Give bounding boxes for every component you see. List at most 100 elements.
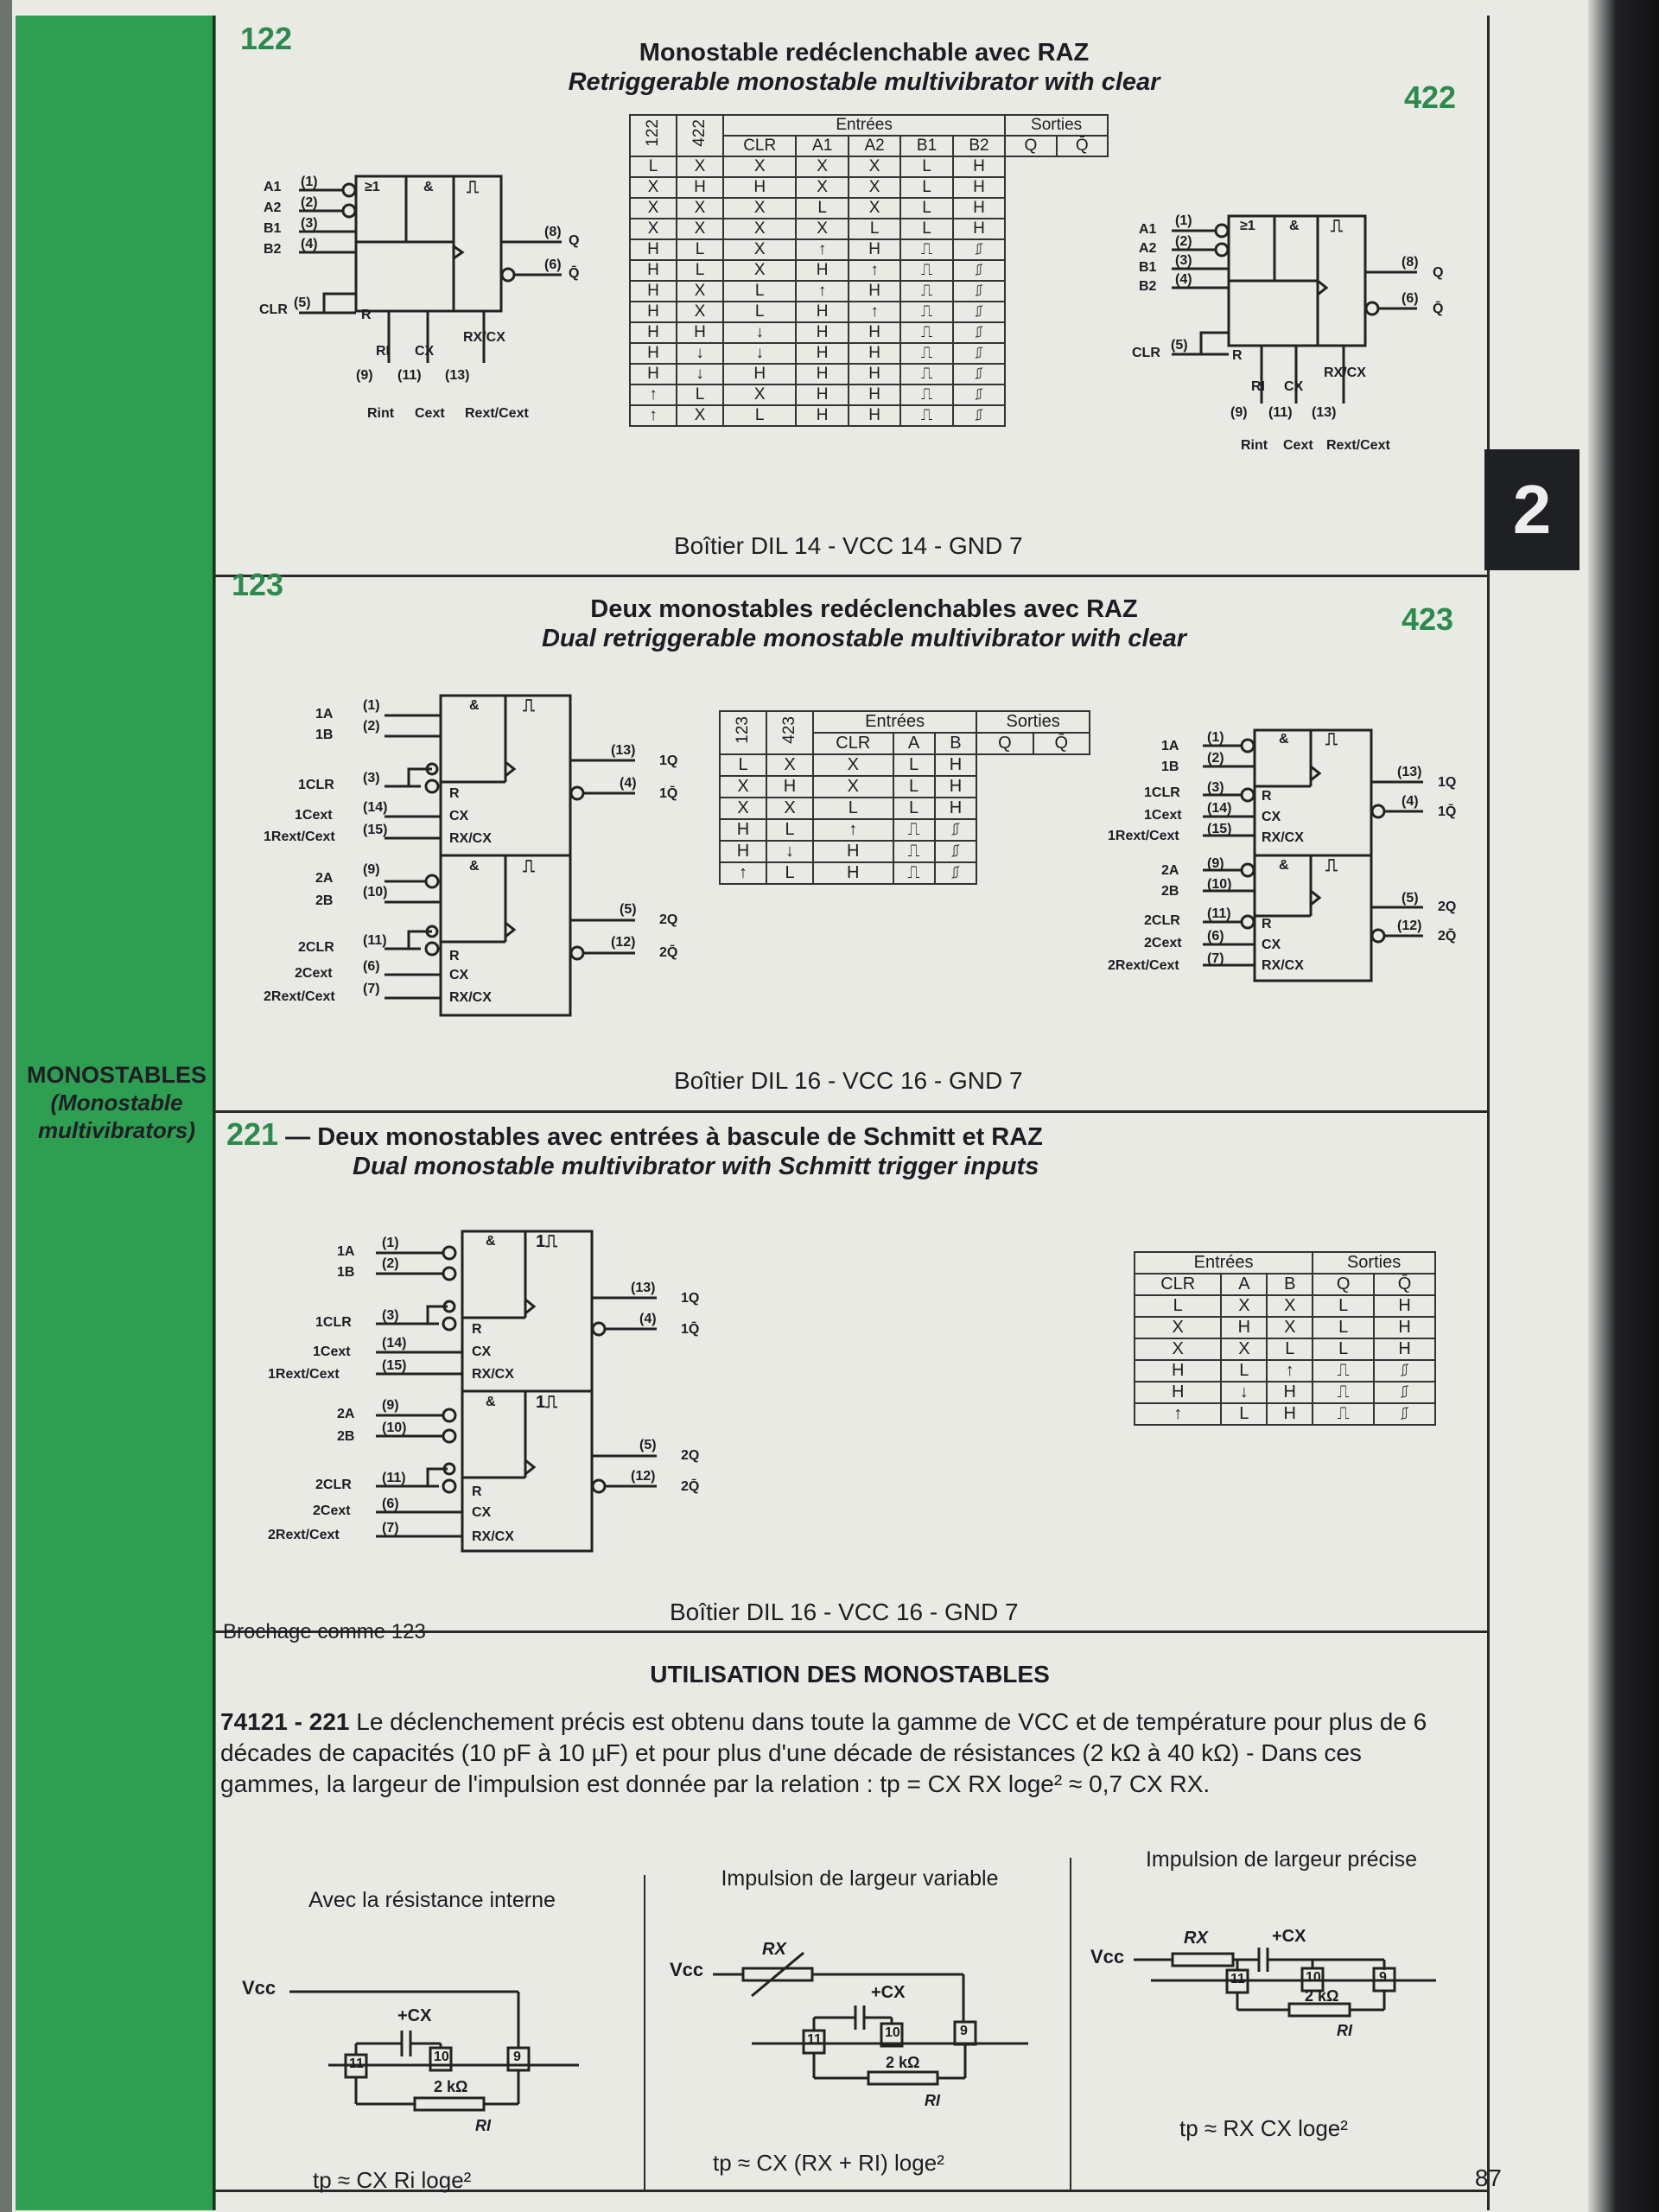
section-divider [213, 2190, 1487, 2192]
cx-label: CX [1262, 938, 1281, 952]
column-divider [644, 1875, 645, 2190]
table-cell: ↑ [719, 861, 767, 885]
cx-label: CX [449, 968, 469, 982]
column-header: A [1220, 1273, 1268, 1296]
logic-symbol-423 [1203, 728, 1423, 982]
pin-number: (7) [382, 1521, 399, 1535]
table-cell: ↓ [1220, 1381, 1268, 1404]
table-cell: ⎎ [951, 280, 1007, 302]
output-2q: 2Q [659, 912, 678, 927]
table-cell: X [721, 156, 798, 178]
table-cell: ⎍ [899, 321, 954, 344]
table-cell: L [892, 753, 936, 777]
pin-number: (3) [363, 771, 380, 785]
logic-diagram-422: A1 A2 B1 B2 CLR (1) (2) (3) (4) (5) ≥1 &… [1132, 212, 1478, 471]
circuit-variable-pulse: Vcc RX +CX 11 10 9 2 kΩ RI [665, 1931, 1063, 2130]
pin-label: 2CLR [298, 940, 334, 955]
table-cell: ↑ [812, 818, 894, 842]
pin-number: (11) [382, 1471, 406, 1485]
table-cell: L [899, 156, 954, 178]
table-cell: H [676, 176, 724, 199]
table-cell: H [629, 342, 677, 365]
table-cell: ⎍ [1312, 1359, 1376, 1382]
gate-and: & [469, 859, 480, 874]
side-label: MONOSTABLES (Monostable multivibrators) [17, 1061, 216, 1144]
table-cell: ⎎ [933, 818, 978, 842]
table-cell: ↑ [847, 301, 902, 323]
pin-number: (5) [1402, 891, 1419, 906]
table-cell: X [676, 404, 724, 427]
table-cell: L [719, 753, 767, 777]
pin-number: (1) [1207, 730, 1224, 745]
group-label: 422 [690, 119, 709, 147]
table-cell: H [1133, 1381, 1223, 1404]
pin-label: 2B [1161, 884, 1179, 899]
circuit-title: Impulsion de largeur précise [1145, 1847, 1418, 1872]
pin-number: (2) [1175, 234, 1192, 249]
table-cell: ⎍ [899, 342, 954, 365]
table-cell: ⎎ [1373, 1381, 1436, 1404]
pin-label: 1Cext [313, 1344, 351, 1359]
column-header: B [1266, 1273, 1314, 1296]
pin-number: (12) [1397, 918, 1422, 933]
pin-number: (7) [1207, 951, 1224, 966]
table-cell: L [676, 384, 724, 406]
pin-number: (1) [363, 698, 380, 713]
section-divider [213, 575, 1487, 577]
table-cell: H [933, 797, 978, 820]
title-en: Retriggerable monostable multivibrator w… [568, 68, 1160, 96]
monostable-pulse-icon: ⎍ [523, 857, 535, 876]
table-cell: ⎎ [951, 384, 1007, 406]
table-cell: ↑ [795, 238, 849, 261]
pin-number: (5) [639, 1438, 657, 1452]
resistor-value: 2 kΩ [434, 2078, 468, 2095]
table-cell: L [892, 775, 936, 798]
table-cell: H [629, 238, 677, 261]
pin-9: 9 [960, 2024, 968, 2038]
monostable-pulse-icon: ⎍ [523, 696, 535, 715]
pin-number: (2) [1207, 751, 1224, 766]
pin-number: (9) [1230, 405, 1248, 420]
pin-number: (2) [382, 1256, 399, 1271]
ri-label: RI [925, 2092, 940, 2109]
table-cell: H [933, 775, 978, 798]
pin-9: 9 [1379, 1970, 1387, 1985]
pin-number: (2) [301, 195, 318, 210]
cx-label: CX [415, 344, 435, 359]
table-cell: H [629, 301, 677, 323]
section-title-123: Deux monostables redéclenchables avec RA… [484, 594, 1244, 653]
gate-and: & [486, 1395, 496, 1409]
pin-label: B2 [1139, 279, 1157, 294]
rxcx-label: RX/CX [472, 1529, 514, 1544]
table-cell: H [1373, 1316, 1436, 1339]
pin-9: 9 [513, 2050, 521, 2064]
table-cell: ⎎ [951, 238, 1007, 261]
table-cell: L [899, 218, 954, 240]
column-header: Q̄ [1032, 732, 1091, 755]
table-cell: L [899, 197, 954, 219]
rint-label: Rint [1241, 438, 1268, 453]
pin-number: (9) [1207, 856, 1224, 871]
pin-label: 2CLR [1144, 913, 1180, 928]
title-fr: Deux monostables redéclenchables avec RA… [590, 595, 1138, 623]
table-cell: X [795, 156, 849, 178]
column-header: B1 [899, 135, 954, 157]
table-cell: H [721, 363, 798, 385]
page-number: 87 [1474, 2164, 1502, 2191]
pin-label: 2Rext/Cext [1108, 958, 1179, 973]
circuit-title: Avec la résistance interne [308, 1888, 556, 1912]
pin-number: (3) [301, 216, 318, 231]
monostable-pulse-icon: ⎍ [1331, 217, 1343, 236]
logic-symbol-221 [376, 1230, 657, 1553]
reset-label: R [1232, 348, 1243, 363]
gate-and: & [1289, 219, 1300, 233]
